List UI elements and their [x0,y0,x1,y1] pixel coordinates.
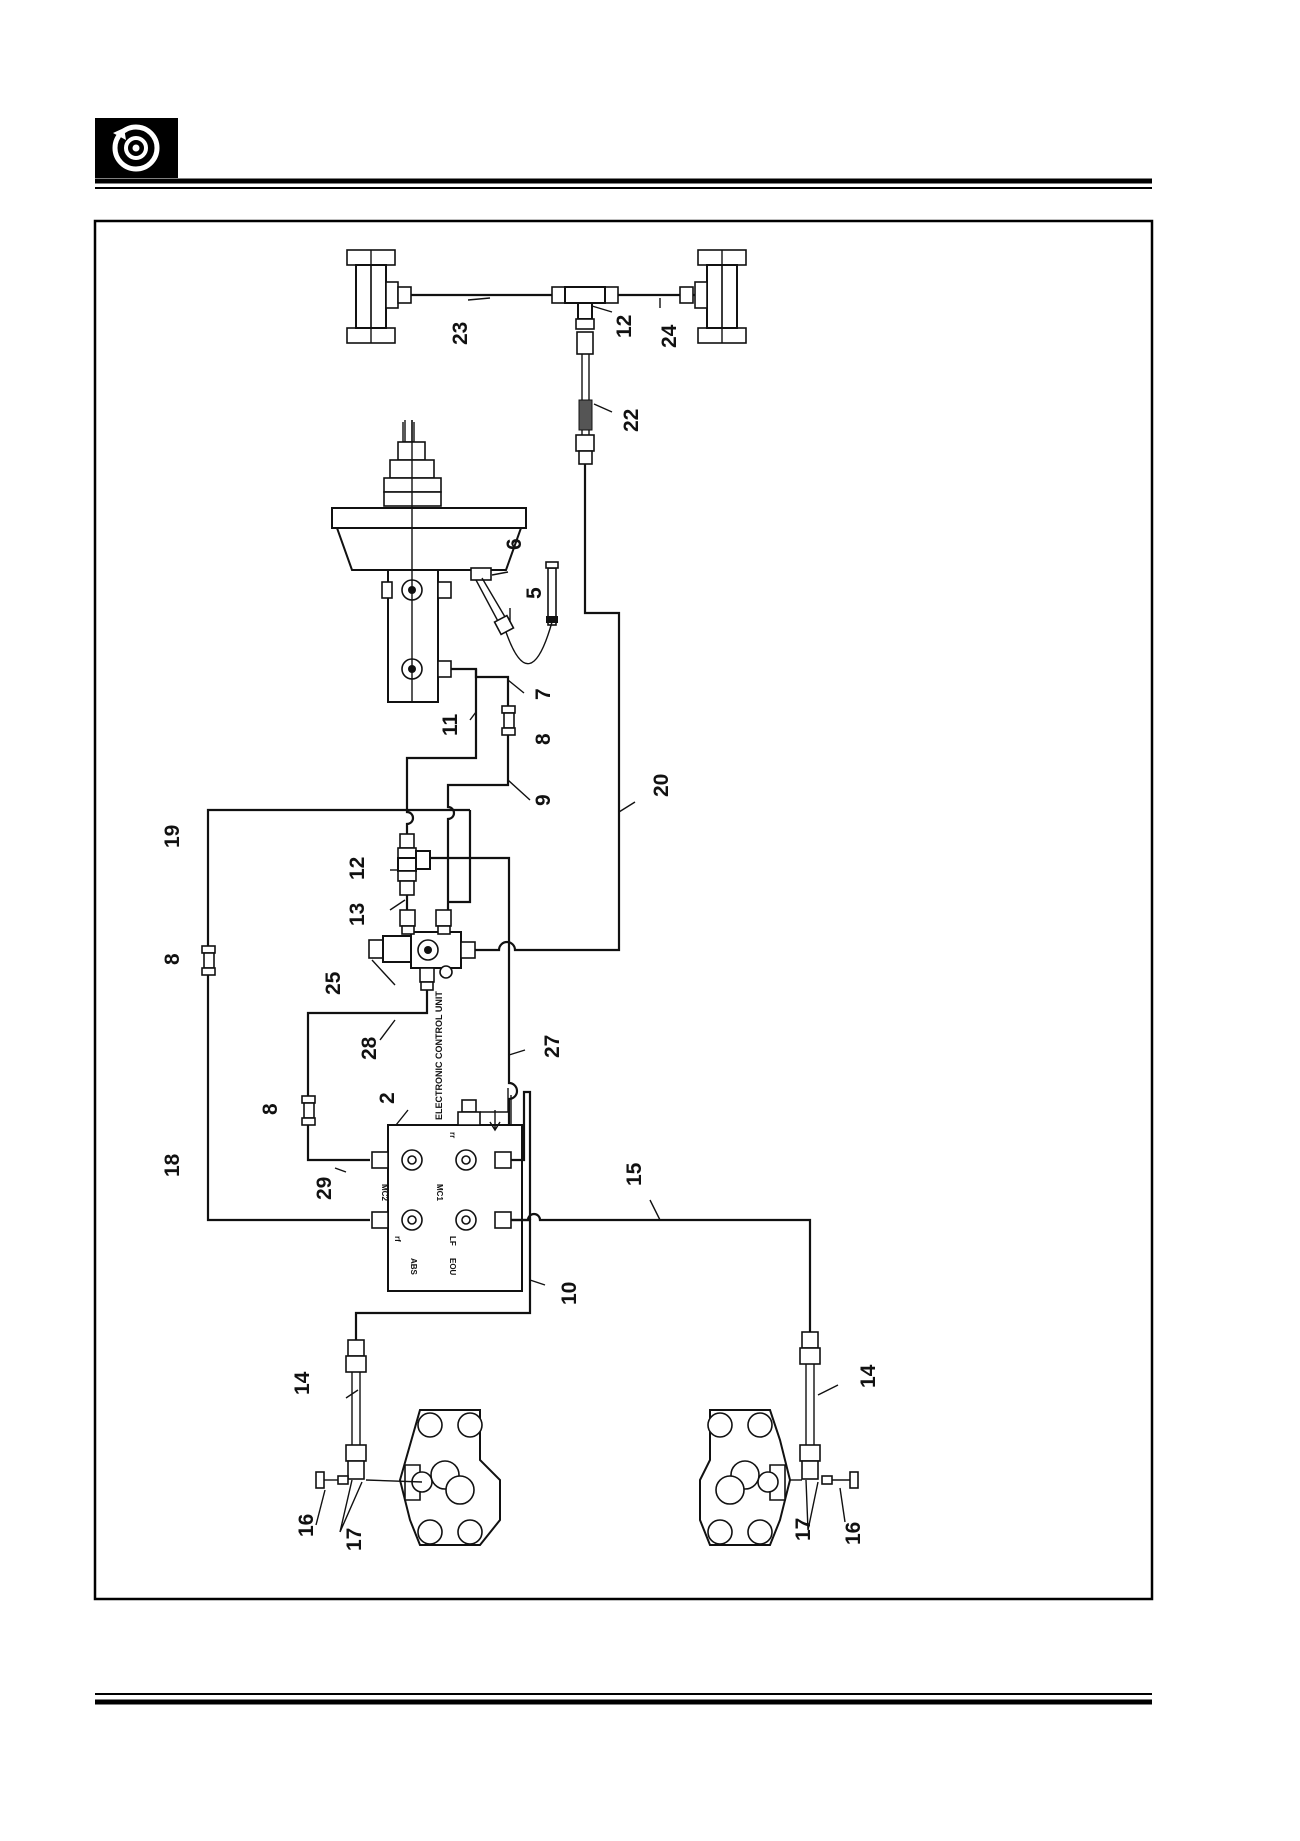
brake-disc-icon [112,124,160,172]
front-left-bleed-screw-16 [315,1471,349,1489]
callout-16-right: 16 [842,1522,865,1545]
pipe-7 [451,667,510,706]
pressure-switch-6 [470,567,515,636]
ecu-title-label: ELECTRONIC CONTROL UNIT [434,991,444,1120]
rear-pipe-24 [604,286,695,304]
callout-18: 18 [161,1153,184,1177]
callout-17-right: 17 [792,1518,815,1541]
callout-8-top: 8 [532,733,555,745]
pipe-connector-8-lower [301,1095,316,1126]
callout-9: 9 [532,794,555,806]
front-right-caliper [699,1409,802,1546]
callout-5: 5 [523,587,546,599]
front-left-callout-17-arrows [339,1479,363,1533]
callout-12-mid: 12 [346,857,369,880]
callout-16-left: 16 [295,1514,318,1537]
pipe-10-branch [511,1090,532,1220]
ecu-port-eou: EOU [448,1258,457,1276]
front-right-callout-17-arrows [805,1479,819,1531]
callout-20: 20 [650,774,673,797]
callout-8-left: 8 [161,953,184,965]
rear-brake-left [346,249,399,344]
callout-13: 13 [346,903,369,926]
brake-fluid-level-sensor-5 [505,561,559,665]
rear-flex-hose-22 [575,331,595,465]
rear-tee-piece-12 [564,286,606,330]
pipe-29 [306,1125,370,1162]
ecu-port-mc1: MC1 [435,1184,444,1201]
pipe-19-return [448,810,472,904]
callout-14-right: 14 [857,1364,880,1388]
rear-pipe-20 [473,464,621,952]
callout-28: 28 [358,1036,381,1060]
diagram-frame [93,219,1154,1601]
master-cylinder [381,569,452,703]
callout-6: 6 [503,538,526,550]
callout-8-lower: 8 [259,1103,282,1115]
ecu-port-lf: LF [448,1236,457,1246]
pipe-19 [206,808,470,946]
pipe-27 [430,856,519,1162]
callout-22: 22 [620,409,643,432]
pipe-28 [306,990,429,1096]
ecu-port-rr: rr [448,1132,457,1138]
callout-7: 7 [532,688,555,700]
ecu-port-abs: ABS [409,1258,418,1276]
rear-pipe-23 [397,286,566,304]
ecu-port-rf: rf [393,1236,402,1242]
pressure-reducing-valve-25 [368,909,476,991]
front-right-bleed-screw-16 [821,1471,859,1489]
rear-brake-right [694,249,747,344]
abs-modulator-unit [371,1088,523,1292]
pipe-15 [511,1212,812,1332]
front-left-flex-hose-14 [345,1339,367,1480]
callout-14-left: 14 [291,1371,314,1395]
callout-15: 15 [623,1162,646,1186]
callout-17-left: 17 [343,1528,366,1551]
pipe-11 [405,669,478,890]
callout-12-top: 12 [613,315,636,338]
callout-11: 11 [439,713,462,736]
callout-23: 23 [449,322,472,345]
pipe-connector-8-top [501,705,516,736]
front-left-caliper [365,1409,501,1546]
header-icon-block [95,118,178,178]
leader-lines [315,297,846,1526]
callout-25: 25 [322,971,345,995]
callout-29: 29 [313,1177,336,1200]
callout-24: 24 [658,324,681,348]
tee-piece-12 [397,833,431,896]
callout-19: 19 [161,825,184,848]
callout-2: 2 [376,1092,399,1104]
front-right-flex-hose-14 [799,1331,821,1480]
pipe-connector-8-left [201,945,216,976]
callout-27: 27 [541,1035,564,1058]
pipe-9 [446,735,510,930]
pipe-18 [206,975,370,1222]
callout-10: 10 [558,1282,581,1305]
ecu-port-mc2: MC2 [380,1184,389,1201]
